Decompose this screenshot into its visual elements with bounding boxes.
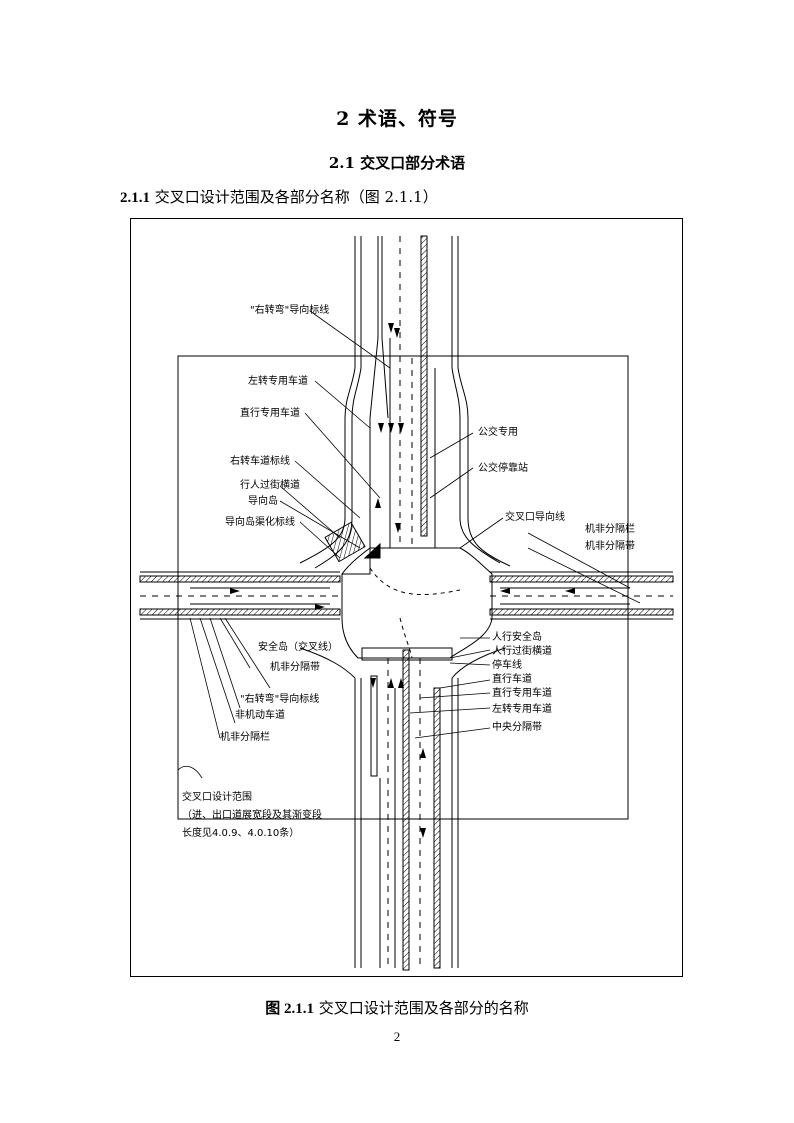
label-guide-island: 导向岛 xyxy=(248,494,278,507)
label-bus-lane: 公交专用 xyxy=(478,425,518,438)
label-design-scope-note: （进、出口道展宽段及其渐变段 xyxy=(182,808,322,821)
label-design-scope: 交叉口设计范围 xyxy=(182,790,252,803)
leader-lines xyxy=(177,310,641,779)
label-median-strip-east: 机非分隔带 xyxy=(585,539,635,552)
label-bus-stop: 公交停靠站 xyxy=(478,461,528,474)
label-left-turn-lane-north: 左转专用车道 xyxy=(248,374,308,387)
label-right-turn-guide-line-north: "右转弯"导向标线 xyxy=(250,303,329,316)
section-title: 2.1 交叉口部分术语 xyxy=(328,154,466,172)
label-intersection-guide-line: 交叉口导向线 xyxy=(505,510,565,523)
label-central-median: 中央分隔带 xyxy=(492,720,542,733)
label-safety-island: 安全岛（交叉线） xyxy=(258,640,338,653)
label-pedestrian-island: 人行安全岛 xyxy=(492,630,542,643)
label-stop-line: 停车线 xyxy=(492,658,522,671)
label-median-strip-west: 机非分隔带 xyxy=(270,660,320,673)
chapter-title: 2 术语、符号 xyxy=(336,108,458,130)
figure-caption: 图 2.1.1 交叉口设计范围及各部分的名称 xyxy=(0,997,794,1018)
lane-arrows xyxy=(230,323,575,838)
north-road xyxy=(299,235,511,569)
clause-text: 交叉口设计范围及各部分名称（图 2.1.1） xyxy=(154,188,438,206)
label-straight-lane-north: 直行专用车道 xyxy=(240,406,300,419)
west-road xyxy=(139,571,341,620)
page-number: 2 xyxy=(393,1029,401,1044)
figure-caption-text: 交叉口设计范围及各部分的名称 xyxy=(318,999,529,1017)
label-straight-only-lane-south: 直行专用车道 xyxy=(492,686,552,699)
label-right-turn-marking: 右转车道标线 xyxy=(230,454,290,467)
label-straight-lane-south: 直行车道 xyxy=(492,672,532,685)
label-right-turn-guide-line-west: "右转弯"导向标线 xyxy=(240,692,319,705)
south-road xyxy=(299,647,506,971)
label-left-turn-lane-south: 左转专用车道 xyxy=(492,702,552,715)
clause-heading: 2.1.1 交叉口设计范围及各部分名称（图 2.1.1） xyxy=(120,186,438,207)
label-design-scope-length: 长度见4.0.9、4.0.10条） xyxy=(182,826,299,839)
label-bike-lane: 非机动车道 xyxy=(235,708,285,721)
east-road xyxy=(489,571,674,620)
label-median-fence-west: 机非分隔栏 xyxy=(220,730,270,743)
label-median-fence-east: 机非分隔栏 xyxy=(585,522,635,535)
label-crosswalk-north: 行人过街横道 xyxy=(240,478,300,491)
clause-number: 2.1.1 xyxy=(120,190,150,206)
intersection-core xyxy=(324,521,493,661)
figure-frame xyxy=(130,218,683,977)
label-crosswalk-south: 人行过街横道 xyxy=(492,644,552,657)
intersection-figure: "右转弯"导向标线 左转专用车道 直行专用车道 右转车道标线 行人过街横道 导向… xyxy=(130,218,683,977)
label-guide-island-marking: 导向岛渠化标线 xyxy=(225,515,295,528)
figure-caption-number: 图 2.1.1 xyxy=(265,1001,314,1017)
